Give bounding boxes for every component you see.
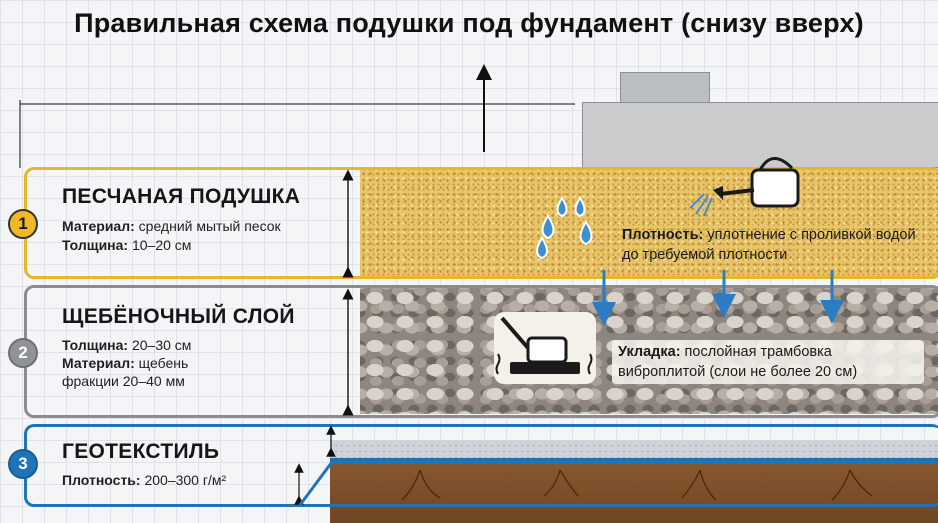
gravel-material-value: щебень (134, 355, 189, 371)
vibratory-plate-icon (494, 312, 596, 384)
gravel-laying-label: Укладка: (618, 344, 681, 360)
gravel-laying-text: послойная трамбовка виброплитой (слои не… (618, 344, 858, 380)
sand-thickness-label: Толщина: (62, 237, 129, 253)
layer-1-badge: 3 (8, 449, 38, 479)
sand-density-text: уплотнение с проливкой водой до требуемо… (622, 227, 916, 263)
geotextile-density-label: Плотность: (62, 472, 141, 488)
diagram-title: Правильная схема подушки под фундамент (… (74, 8, 864, 38)
overall-height-indicator (19, 100, 575, 168)
geotextile-density-line: Плотность: 200–300 г/м² (62, 472, 226, 488)
sand-thickness-line: Толщина: 10–20 см (62, 237, 191, 253)
compaction-flow-arrows (592, 270, 844, 326)
sand-material-label: Материал: (62, 218, 135, 234)
gravel-laying-note: Укладка: послойная трамбовка виброплитой… (612, 340, 924, 384)
gravel-thickness-value: 20–30 см (128, 337, 192, 353)
gravel-thickness-label: Толщина: (62, 337, 129, 353)
geotextile-edge (298, 460, 938, 506)
foundation-column (620, 72, 710, 103)
watering-can-icon (689, 157, 800, 217)
soil-roots (401, 469, 873, 501)
geotextile-density-value: 200–300 г/м² (140, 472, 227, 488)
sand-layer-heading: ПЕСЧАНАЯ ПОДУШКА (62, 185, 301, 208)
geotextile-layer-heading: ГЕОТЕКСТИЛЬ (62, 440, 220, 463)
gravel-layer-heading: ЩЕБЁНОЧНЫЙ СЛОЙ (62, 305, 295, 328)
foundation-slab (582, 102, 938, 168)
sand-material-value: средний мытый песок (134, 218, 281, 234)
sand-layer (360, 170, 938, 276)
gravel-thickness-line: Толщина: 20–30 см (62, 337, 191, 353)
sand-density-label: Плотность: (622, 227, 704, 243)
gravel-material-line: Материал: щебень (62, 355, 188, 371)
layer-3-badge: 1 (8, 209, 38, 239)
layer-2-badge: 2 (8, 338, 38, 368)
gravel-material-label: Материал: (62, 355, 135, 371)
gravel-fraction-line: фракции 20–40 мм (62, 373, 185, 389)
geotextile-layer (330, 440, 938, 461)
sand-material-line: Материал: средний мытый песок (62, 218, 281, 234)
sand-density-note: Плотность: уплотнение с проливкой водой … (622, 225, 922, 265)
water-drops-icon (536, 196, 593, 260)
sand-thickness-value: 10–20 см (128, 237, 192, 253)
